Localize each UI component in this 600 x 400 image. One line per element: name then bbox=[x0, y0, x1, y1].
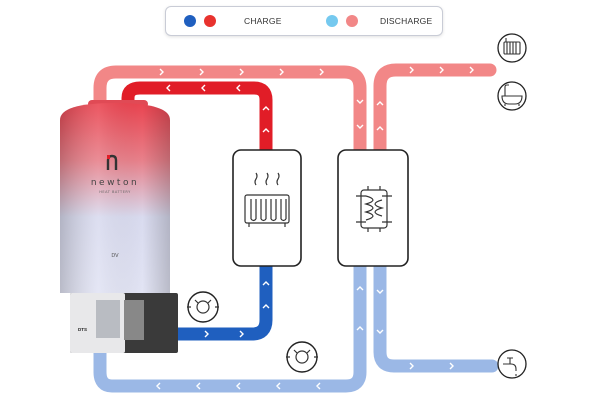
discharge-cold-pipe bbox=[93, 259, 499, 393]
flow-chevrons bbox=[156, 66, 474, 390]
discharge-hot-dot bbox=[346, 15, 358, 27]
heater-unit bbox=[232, 149, 302, 267]
discharge-cold-dot bbox=[326, 15, 338, 27]
heat-exchanger-icon bbox=[356, 186, 392, 232]
legend: CHARGE DISCHARGE bbox=[165, 6, 443, 36]
charge-cold-dot bbox=[184, 15, 196, 27]
heater-icon bbox=[244, 172, 290, 227]
tank-brand: newton bbox=[90, 178, 140, 188]
discharge-hot-pipe bbox=[93, 63, 497, 157]
tank-brand-sub: HEAT BATTERY bbox=[99, 190, 131, 194]
tank-capacity-label: DV bbox=[111, 253, 119, 259]
base-unit-label: DTS bbox=[78, 327, 87, 332]
discharge-pump-icon bbox=[286, 341, 318, 373]
newton-logo-icon bbox=[106, 154, 118, 170]
heat-exchanger-unit bbox=[337, 149, 409, 267]
charge-hot-dot bbox=[204, 15, 216, 27]
storage-tank bbox=[60, 100, 170, 293]
bathtub-icon bbox=[497, 81, 527, 111]
charge-hot-pipe bbox=[121, 81, 273, 157]
legend-charge-label: CHARGE bbox=[244, 16, 282, 26]
tank-base-unit bbox=[70, 293, 178, 353]
legend-discharge-label: DISCHARGE bbox=[380, 16, 433, 26]
tap-icon bbox=[497, 349, 527, 379]
charge-pump-icon bbox=[187, 291, 219, 323]
radiator-icon bbox=[497, 33, 527, 63]
